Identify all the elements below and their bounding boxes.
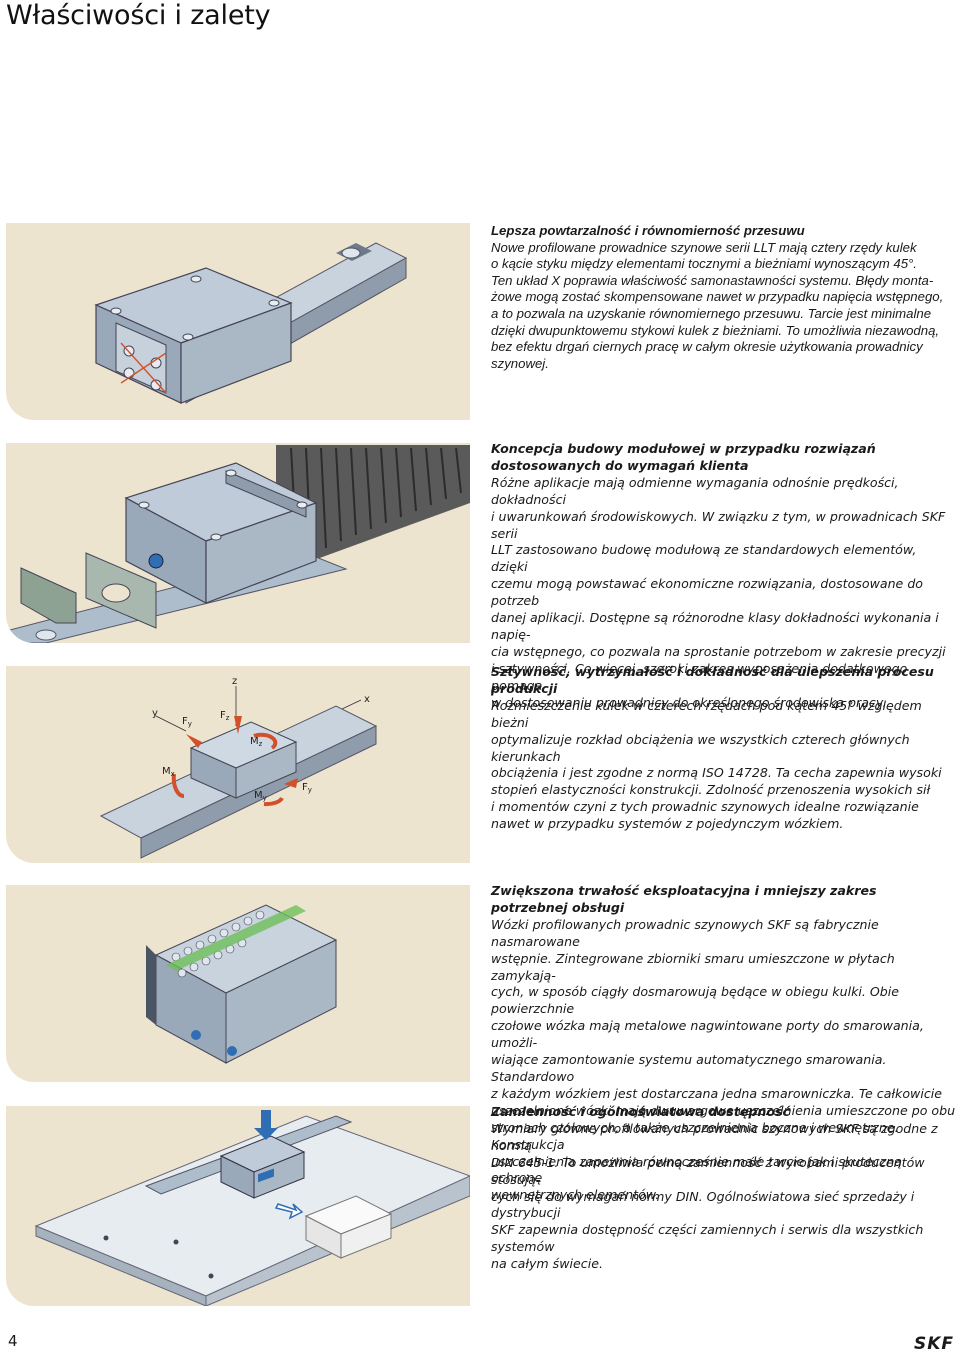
text-line: wiające zamontowanie systemu automatyczn… xyxy=(491,1052,887,1084)
section-repeatability: Lepsza powtarzalność i równomierność prz… xyxy=(491,223,956,372)
interchangeability-illustration xyxy=(34,1110,470,1306)
text-line: czemu mogą powstawać ekonomiczne rozwiąz… xyxy=(491,576,924,609)
page-title: Właściwości i zalety xyxy=(6,0,271,31)
text-line: czołowe wózka mają metalowe nagwintowane… xyxy=(491,1018,924,1051)
linear-guide-carriage-illustration xyxy=(94,242,408,404)
illustration-panel-2 xyxy=(6,443,470,643)
illustration-panel-1 xyxy=(6,223,470,420)
load-directions-diagram: z y x Fy Fz Mz Mx My Fy xyxy=(99,676,378,859)
text-line: Różne aplikacje mają odmienne wymagania … xyxy=(491,474,899,507)
axis-z-label: z xyxy=(232,676,237,687)
moment-my-label: My xyxy=(254,790,267,802)
force-fz-label: Fz xyxy=(220,710,230,722)
text-line: cia wstępnego, co pozwala na sprostanie … xyxy=(491,643,946,659)
text-line: o kącie styku między elementami tocznymi… xyxy=(491,256,917,272)
text-line: i sztywności. Co więcej, szeroki zakres … xyxy=(491,660,908,693)
moment-mx-label: Mx xyxy=(162,766,175,778)
section-modular: Koncepcja budowy modułowej w przypadku r… xyxy=(491,441,956,712)
illustration-panel-4 xyxy=(6,885,470,1082)
text-line: optymalizuje rozkład obciążenia we wszys… xyxy=(491,731,910,764)
text-line: stronach czołowych, a także uszczelnieni… xyxy=(491,1119,899,1152)
text-line: bez efektu drgań ciernych pracę w całym … xyxy=(491,339,923,355)
text-line: a to pozwala na uzyskanie równomiernego … xyxy=(491,305,932,321)
text-line: żowe mogą zostać skompensowane nawet w p… xyxy=(491,289,944,305)
text-line: obciążenia i jest zgodne z normą ISO 147… xyxy=(491,765,942,781)
text-line: wstępnie. Zintegrowane zbiorniki smaru u… xyxy=(491,950,895,983)
section-heading: Sztywność, wytrzymałość i dokładność dla… xyxy=(491,664,934,696)
page-number: 4 xyxy=(8,1332,18,1350)
force-arrows xyxy=(171,716,298,807)
text-line: Wymiary główne profilowanych prowadnic s… xyxy=(491,1120,938,1153)
text-line: dzięki dwupunktowemu stykowi kulek z bie… xyxy=(491,322,940,338)
axis-x-label: x xyxy=(364,694,370,705)
force-fy-label: Fy xyxy=(182,716,192,728)
bellows-icon xyxy=(276,445,470,563)
text-line: cych, w sposób ciągły dosmarowują będące… xyxy=(491,984,900,1017)
text-line: LLT zastosowano budowę modułową ze stand… xyxy=(491,542,917,575)
section-heading: Zwiększona trwałość eksploatacyjna i mni… xyxy=(491,883,877,915)
text-line: szynowej. xyxy=(491,355,549,371)
moment-mz-label: Mz xyxy=(250,736,263,748)
illustration-panel-3: z y x Fy Fz Mz Mx My Fy xyxy=(6,666,470,863)
section-service-life: Zwiększona trwałość eksploatacyjna i mni… xyxy=(491,883,956,1204)
modular-guide-illustration xyxy=(6,445,470,643)
axis-y-label: y xyxy=(152,708,158,719)
text-line: wewnętrznych elementów. xyxy=(491,1187,660,1203)
text-line: stopień elastyczności konstrukcji. Zdoln… xyxy=(491,782,931,798)
illustration-panel-5 xyxy=(6,1106,470,1306)
force-fy2-label: Fy xyxy=(302,782,312,794)
section-rigidity: Sztywność, wytrzymałość i dokładność dla… xyxy=(491,664,956,833)
skf-logo: SKF xyxy=(913,1334,954,1354)
text-line: i uwarunkowań środowiskowych. W związku … xyxy=(491,508,946,541)
text-line: nawet w przypadku systemów z pojedynczym… xyxy=(491,816,844,832)
text-line: na całym świecie. xyxy=(491,1256,603,1272)
section-interchangeability: Zamienność i ogólnoświatowa dostępność W… xyxy=(491,1104,956,1273)
text-line: Ten układ X poprawia właściwość samonast… xyxy=(491,272,934,288)
text-line: cych się do wymagań normy DIN. Ogólnoświ… xyxy=(491,1188,915,1221)
text-line: uszczelnione wózki mają dwuwargowe uszcz… xyxy=(491,1102,956,1118)
text-line: Wózki profilowanych prowadnic szynowych … xyxy=(491,916,879,949)
text-line: w dostosowaniu prowadnicy do określonego… xyxy=(491,694,887,710)
text-line: danej aplikacji. Dostępne są różnorodne … xyxy=(491,610,939,642)
section-heading: Lepsza powtarzalność i równomierność prz… xyxy=(491,223,805,238)
section-heading: Zamienność i ogólnoświatowa dostępność xyxy=(491,1104,790,1119)
section-heading: Koncepcja budowy modułowej w przypadku r… xyxy=(491,441,876,456)
section-heading-line-2: dostosowanych do wymagań klienta xyxy=(491,457,749,473)
text-line: z każdym wózkiem jest dostarczana jedna … xyxy=(491,1085,942,1101)
carriage-cutaway-illustration xyxy=(146,904,338,1064)
text-line: uszczelnienia zapewnia równocześnie małe… xyxy=(491,1153,903,1186)
text-line: DIN 645-1. To umożliwia pełną zamienność… xyxy=(491,1154,925,1187)
text-line: SKF zapewnia dostępność części zamiennyc… xyxy=(491,1222,924,1255)
text-line: i momentów czyni z tych prowadnic szynow… xyxy=(491,799,919,815)
text-line: Rozmieszczenie kulek w czterech rzędach … xyxy=(491,697,922,730)
text-line: Nowe profilowane prowadnice szynowe seri… xyxy=(491,239,917,255)
